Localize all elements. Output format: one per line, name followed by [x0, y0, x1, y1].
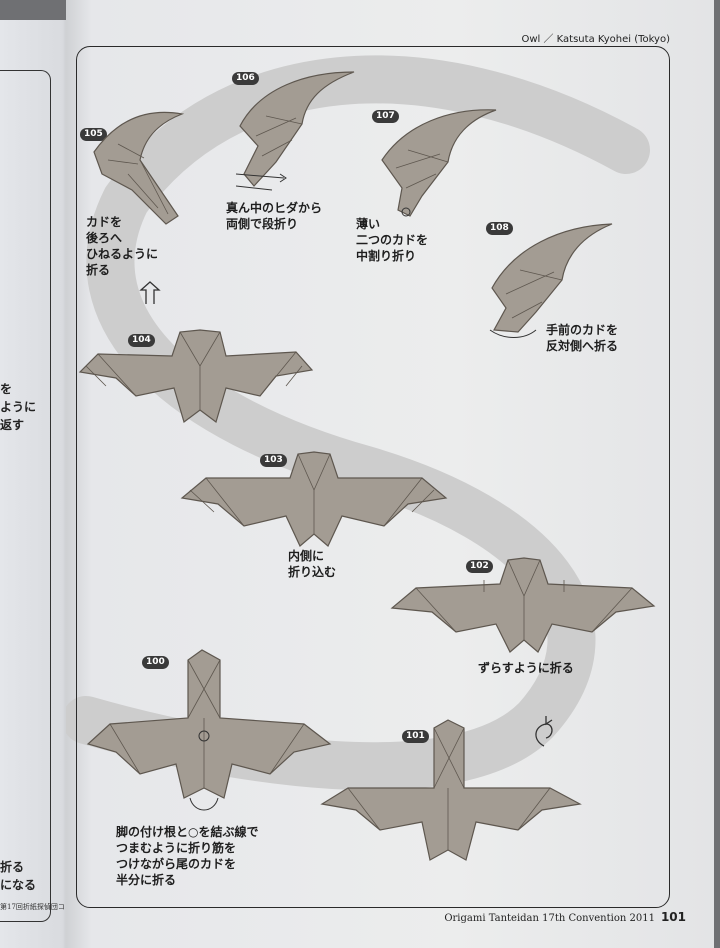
step-101-figure — [320, 719, 582, 861]
page-header: Owl ／ Katsuta Kyohei (Tokyo) — [521, 34, 670, 45]
step-number-104: 104 — [128, 334, 155, 347]
footer-convention: Origami Tanteidan 17th Convention 2011 — [444, 913, 655, 924]
step-number-105: 105 — [80, 128, 107, 141]
step-107-figure — [381, 109, 497, 217]
step-102-figure — [390, 557, 656, 653]
left-text-line: になる — [0, 878, 37, 892]
step-105-caption: カドを 後ろへ ひねるように 折る — [86, 215, 159, 277]
step-106-figure — [236, 71, 355, 191]
left-text-line: 返す — [0, 418, 25, 432]
step-number-108: 108 — [486, 222, 513, 235]
right-page: Owl ／ Katsuta Kyohei (Tokyo) 105 カドを 後ろへ… — [66, 0, 714, 948]
step-108-figure — [489, 223, 613, 338]
step-number-106: 106 — [232, 72, 259, 85]
page-number: 101 — [660, 910, 686, 924]
flip-arrow-icon — [535, 716, 553, 747]
step-100-caption: 脚の付け根と○を結ぶ線で つまむように折り筋を つけながら尾のカドを 半分に折る — [116, 825, 259, 887]
left-page-frame — [0, 70, 51, 922]
step-number-101: 101 — [402, 730, 429, 743]
left-text-line: を — [0, 382, 13, 396]
diagram-frame — [76, 46, 670, 908]
step-100-figure — [86, 649, 332, 811]
step-number-107: 107 — [372, 110, 399, 123]
step-107-caption: 薄い 二つのカドを 中割り折り — [356, 217, 429, 263]
step-103-figure — [180, 451, 448, 547]
step-number-103: 103 — [260, 454, 287, 467]
step-108-caption: 手前のカドを 反対側へ折る — [546, 323, 619, 353]
step-102-caption: ずらすように折る — [478, 661, 574, 675]
step-number-100: 100 — [142, 656, 169, 669]
left-text-line: 折る — [0, 860, 25, 874]
page-footer: Origami Tanteidan 17th Convention 2011 10… — [444, 910, 686, 924]
step-104-figure — [78, 329, 314, 423]
left-text-line: ように — [0, 400, 37, 414]
step-106-caption: 真ん中のヒダから 両側で段折り — [226, 201, 323, 231]
step-number-102: 102 — [466, 560, 493, 573]
step-103-caption: 内側に 折り込む — [288, 549, 337, 579]
step-105-figure — [93, 111, 185, 225]
turn-over-arrow — [139, 281, 161, 304]
